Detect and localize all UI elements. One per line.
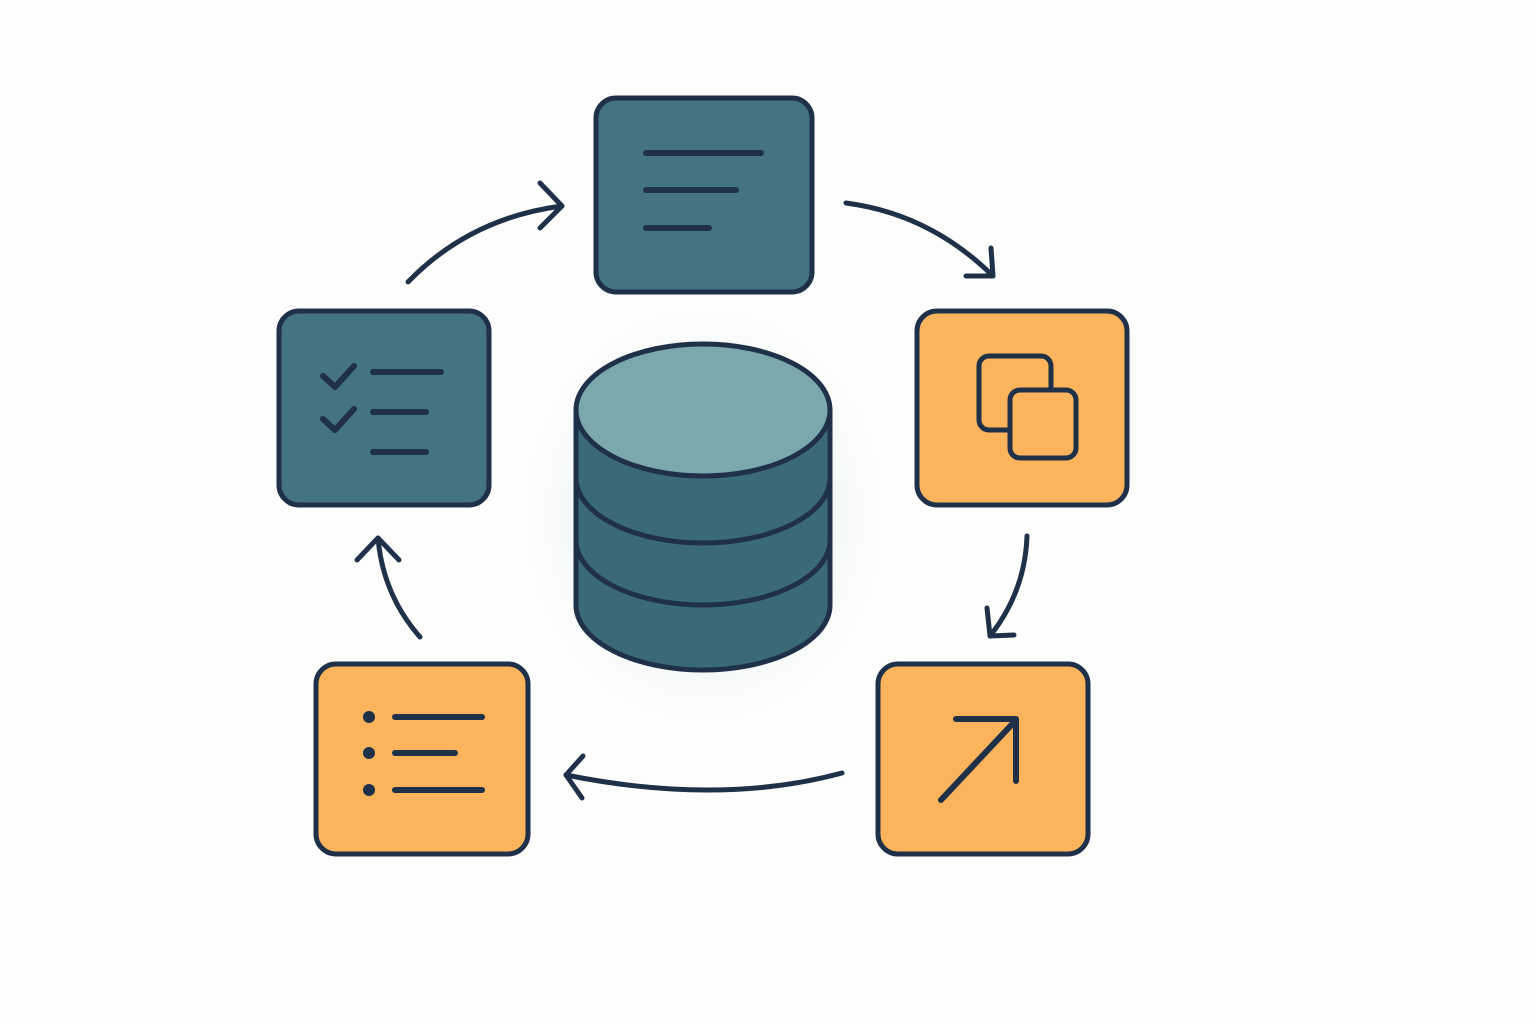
copy-icon <box>976 353 1079 461</box>
checklist-icon <box>320 363 444 455</box>
node-checklist <box>276 308 492 508</box>
arrow-up-right-icon <box>938 716 1019 803</box>
node-list <box>313 661 531 857</box>
document-lines-icon <box>643 150 764 231</box>
bulleted-list-icon <box>363 711 485 796</box>
flow-arrow-copy-to-export <box>984 533 1030 639</box>
flow-arrow-checklist-to-document <box>405 180 565 285</box>
database-icon <box>573 341 833 673</box>
node-copy <box>914 308 1130 508</box>
node-document <box>593 95 815 295</box>
flow-arrow-export-to-list <box>563 753 845 801</box>
flow-arrow-document-to-copy <box>843 200 996 279</box>
node-export <box>875 661 1091 857</box>
flow-arrow-list-to-checklist <box>354 535 423 640</box>
